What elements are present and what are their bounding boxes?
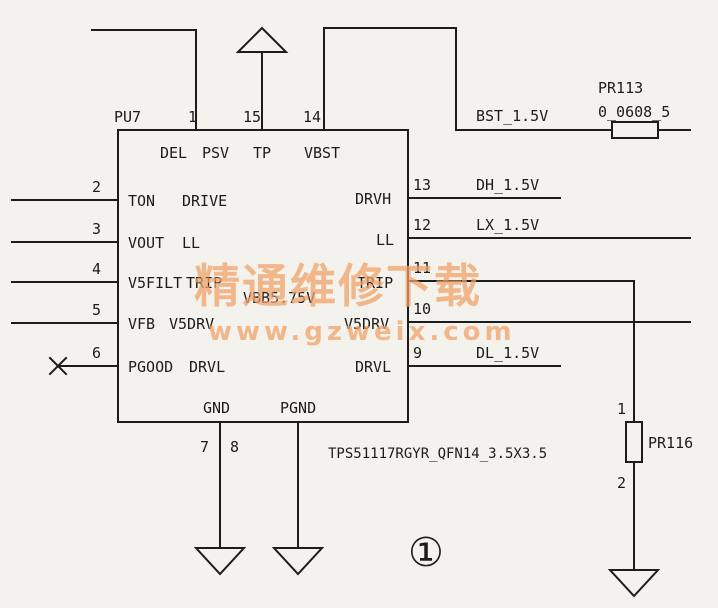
pin14-wire xyxy=(323,27,613,131)
pin1-wire xyxy=(91,29,197,131)
pin10-name: V5DRV xyxy=(344,315,389,333)
pin8-name: PGND xyxy=(280,399,316,417)
pr116-pin1: 1 xyxy=(617,400,626,418)
pin14-number: 14 xyxy=(303,108,321,126)
pin2-number: 2 xyxy=(92,178,101,196)
pin6-name: PGOOD xyxy=(128,358,173,376)
pin13-number: 13 xyxy=(413,176,431,194)
ground-right-icon xyxy=(607,569,661,598)
pin1-number: 1 xyxy=(188,108,197,126)
ic-part-number: TPS51117RGYR_QFN14_3.5X3.5 xyxy=(328,446,547,462)
pr116-ref: PR116 xyxy=(648,434,693,452)
pr116-resistor xyxy=(625,421,643,463)
pin15-name: PSV xyxy=(202,144,229,162)
net-bst-label: BST_1.5V xyxy=(476,107,548,125)
pin7-number: 7 xyxy=(200,438,209,456)
pin11-number: 11 xyxy=(413,259,431,277)
figure-marker: ① xyxy=(408,530,444,576)
inner-v5drv: V5DRV xyxy=(169,315,214,333)
inner-drvl: DRVL xyxy=(189,358,225,376)
pin15-number: 15 xyxy=(243,108,261,126)
pin10-number: 10 xyxy=(413,300,431,318)
pin9-number: 9 xyxy=(413,344,422,362)
net-dl-label: DL_1.5V xyxy=(476,344,539,362)
ic-ref-label: PU7 xyxy=(114,108,141,126)
watermark-chinese: 精通维修下载 xyxy=(194,259,482,313)
pin11-wire xyxy=(407,280,635,423)
net-lx-label: LX_1.5V xyxy=(476,216,539,234)
left-pins: 2 TON 3 VOUT 4 V5FILT 5 VFB 6 PGOOD xyxy=(11,178,182,376)
pin11-name: TRIP xyxy=(357,274,393,292)
pin2-name: TON xyxy=(128,192,155,210)
pin6-number: 6 xyxy=(92,344,101,362)
pr113-ref: PR113 xyxy=(598,79,643,97)
pin13-name: DRVH xyxy=(355,190,391,208)
no-connect-x-icon xyxy=(48,356,68,376)
inner-vbb: VBB5.75V xyxy=(243,289,315,307)
pin3-name: VOUT xyxy=(128,234,164,252)
pin14-name: VBST xyxy=(304,144,340,162)
bottom-pins: GND PGND 7 8 xyxy=(193,399,325,576)
pr116-pin2: 2 xyxy=(617,474,626,492)
pin4-name: V5FILT xyxy=(128,274,182,292)
pin8-number: 8 xyxy=(230,438,239,456)
pin9-name: DRVL xyxy=(355,358,391,376)
pin12-name: LL xyxy=(376,231,394,249)
top-pins: 1 DEL 15 PSV TP 14 VBST xyxy=(91,26,613,162)
pr113-value: 0_0608_5 xyxy=(598,103,670,121)
pin7-name: GND xyxy=(203,399,230,417)
pin12-number: 12 xyxy=(413,216,431,234)
pin5-name: VFB xyxy=(128,315,155,333)
watermark-url: www.gzweix.com xyxy=(208,317,516,347)
ground-left-icon xyxy=(193,547,247,576)
pr113-resistor xyxy=(611,121,659,139)
pin3-number: 3 xyxy=(92,220,101,238)
inner-drive: DRIVE xyxy=(182,192,227,210)
right-pins: 13 DRVH DH_1.5V 12 LL LX_1.5V 11 TRIP 10… xyxy=(344,176,691,423)
inner-trip: TRIP xyxy=(186,274,222,292)
tp-name: TP xyxy=(253,144,271,162)
net-dh-label: DH_1.5V xyxy=(476,176,539,194)
pin5-number: 5 xyxy=(92,301,101,319)
ground-center-icon xyxy=(271,547,325,576)
pin1-name: DEL xyxy=(160,144,187,162)
pin15-triangle-icon xyxy=(235,26,289,53)
pin4-number: 4 xyxy=(92,260,101,278)
inner-ll: LL xyxy=(182,234,200,252)
